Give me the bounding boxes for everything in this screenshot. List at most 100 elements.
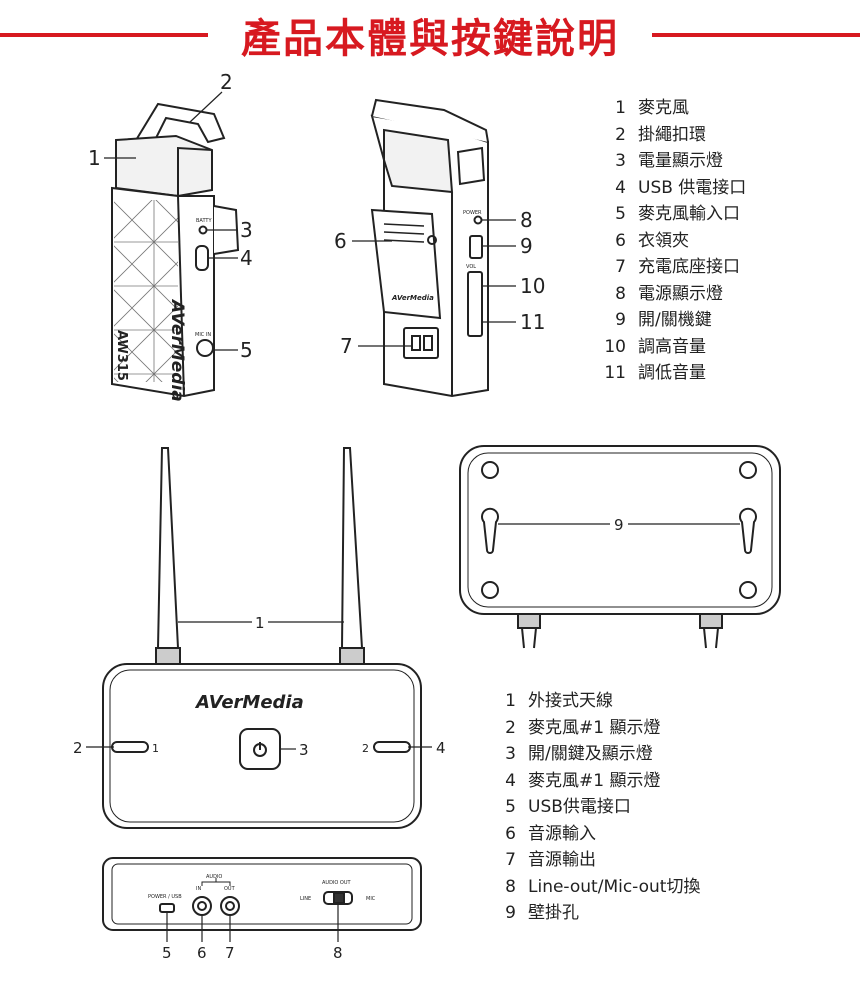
receiver-legend-row: 9 壁掛孔 bbox=[490, 900, 700, 927]
mic-legend-number: 7 bbox=[615, 257, 626, 277]
mic-legend-text: 開/關機鍵 bbox=[638, 310, 712, 330]
mic-front-view: BATTY MIC IN AVerMedia AW315 bbox=[111, 102, 240, 402]
mic-legend-number: 3 bbox=[615, 151, 626, 171]
callout-mic-11: 11 bbox=[520, 310, 545, 334]
receiver-front-view: AVerMedia 1 2 bbox=[102, 447, 422, 829]
title-banner: 產品本體與按鍵說明 bbox=[0, 0, 860, 70]
mic-front-callout-lines bbox=[104, 91, 238, 351]
callout-recv-2: 2 bbox=[73, 739, 83, 757]
callout-mic-4: 4 bbox=[240, 246, 253, 270]
led-1-label: 1 bbox=[152, 742, 159, 755]
mic-legend-number: 8 bbox=[615, 283, 626, 304]
callout-recv-4: 4 bbox=[436, 739, 446, 757]
mic-back-view: AVerMedia POWER VOL bbox=[370, 98, 489, 398]
callout-mic-2: 2 bbox=[220, 70, 233, 94]
receiver-legend-number: 7 bbox=[505, 850, 516, 870]
callout-mic-10: 10 bbox=[520, 274, 545, 298]
audio-out-label: OUT bbox=[224, 886, 236, 892]
power-usb-label: POWER / USB bbox=[148, 894, 182, 900]
mic-brand-label: AVerMedia bbox=[167, 298, 187, 402]
receiver-legend-text: 外接式天線 bbox=[528, 691, 613, 711]
mic-legend-text: 麥克風 bbox=[638, 98, 689, 118]
mic-legend-text: 充電底座接口 bbox=[638, 257, 740, 277]
receiver-legend-row: 1 外接式天線 bbox=[490, 688, 700, 715]
receiver-legend-number: 8 bbox=[505, 876, 516, 897]
mic-back-brand: AVerMedia bbox=[391, 294, 434, 302]
mic-legend-number: 10 bbox=[604, 336, 626, 357]
receiver-front-callout-lines bbox=[86, 621, 432, 750]
receiver-legend-row: 8 Line-out/Mic-out切換 bbox=[490, 874, 700, 901]
mic-legend-text: 調高音量 bbox=[638, 336, 706, 357]
mic-legend-text: 調低音量 bbox=[638, 363, 706, 383]
receiver-legend-number: 9 bbox=[505, 903, 516, 923]
receiver-back-view bbox=[459, 445, 781, 649]
receiver-legend-number: 3 bbox=[505, 744, 516, 764]
mic-legend-row: 3 電量顯示燈 bbox=[600, 148, 746, 175]
receiver-legend-number: 5 bbox=[505, 797, 516, 817]
receiver-rear-panel: POWER / USB AUDIO IN OUT AUDIO OUT LINE … bbox=[102, 857, 422, 931]
vol-label: VOL bbox=[466, 264, 476, 270]
receiver-legend-text: 音源輸入 bbox=[528, 823, 596, 844]
receiver-rear-callout-lines bbox=[166, 904, 339, 942]
receiver-legend-text: USB供電接口 bbox=[528, 797, 631, 817]
mic-legend-text: 衣領夾 bbox=[638, 230, 689, 251]
callout-mic-9: 9 bbox=[520, 234, 533, 258]
callout-recv-7: 7 bbox=[225, 944, 235, 962]
callout-recv-6: 6 bbox=[197, 944, 207, 962]
receiver-legend-number: 4 bbox=[505, 770, 516, 791]
mic-legend-text: 麥克風輸入口 bbox=[638, 204, 740, 224]
led-2-label: 2 bbox=[362, 742, 369, 755]
receiver-legend-row: 4 麥克風#1 顯示燈 bbox=[490, 768, 700, 795]
callout-mic-6: 6 bbox=[334, 229, 347, 253]
mic-legend-number: 5 bbox=[615, 204, 626, 224]
mic-back-callout-lines bbox=[352, 219, 516, 347]
mic-legend-number: 11 bbox=[604, 363, 626, 383]
receiver-legend-text: 開/關鍵及顯示燈 bbox=[528, 744, 653, 764]
mic-label: MIC bbox=[366, 896, 376, 902]
callout-mic-3: 3 bbox=[240, 218, 253, 242]
receiver-legend-text: Line-out/Mic-out切換 bbox=[528, 876, 701, 897]
receiver-legend-row: 3 開/關鍵及顯示燈 bbox=[490, 741, 700, 768]
mic-legend-row: 6 衣領夾 bbox=[600, 228, 746, 255]
callout-mic-1: 1 bbox=[88, 146, 101, 170]
mic-legend-row: 5 麥克風輸入口 bbox=[600, 201, 746, 228]
receiver-legend-number: 1 bbox=[505, 691, 516, 711]
receiver-legend-row: 5 USB供電接口 bbox=[490, 794, 700, 821]
mic-model-label: AW315 bbox=[114, 330, 129, 381]
callout-mic-7: 7 bbox=[340, 334, 353, 358]
receiver-legend-number: 2 bbox=[505, 717, 516, 738]
receiver-legend-text: 麥克風#1 顯示燈 bbox=[528, 770, 661, 791]
mic-legend-text: 電量顯示燈 bbox=[638, 151, 723, 171]
callout-recv-9: 9 bbox=[614, 516, 624, 534]
battery-label: BATTY bbox=[196, 218, 212, 224]
mic-legend-number: 6 bbox=[615, 230, 626, 251]
mic-legend-number: 1 bbox=[615, 98, 626, 118]
mic-legend-text: USB 供電接口 bbox=[638, 177, 747, 198]
callout-recv-5: 5 bbox=[162, 944, 172, 962]
receiver-legend-text: 音源輸出 bbox=[528, 850, 596, 870]
receiver-brand-label: AVerMedia bbox=[194, 692, 304, 713]
callout-recv-3: 3 bbox=[299, 741, 309, 759]
mic-in-label: MIC IN bbox=[195, 332, 211, 338]
callout-mic-8: 8 bbox=[520, 208, 533, 232]
receiver-legend-row: 7 音源輸出 bbox=[490, 847, 700, 874]
line-label: LINE bbox=[300, 896, 311, 902]
audio-out-switch-label: AUDIO OUT bbox=[322, 880, 352, 886]
mic-legend-row: 11 調低音量 bbox=[600, 360, 746, 387]
mic-legend-number: 9 bbox=[615, 310, 626, 330]
callout-recv-1: 1 bbox=[255, 614, 265, 632]
mic-legend-row: 7 充電底座接口 bbox=[600, 254, 746, 281]
mic-legend-text: 掛繩扣環 bbox=[638, 124, 706, 145]
page-title: 產品本體與按鍵說明 bbox=[241, 16, 619, 62]
mic-legend-row: 9 開/關機鍵 bbox=[600, 307, 746, 334]
mic-legend-row: 10 調高音量 bbox=[600, 334, 746, 361]
receiver-legend-text: 壁掛孔 bbox=[528, 903, 579, 923]
mic-legend-row: 1 麥克風 bbox=[600, 95, 746, 122]
